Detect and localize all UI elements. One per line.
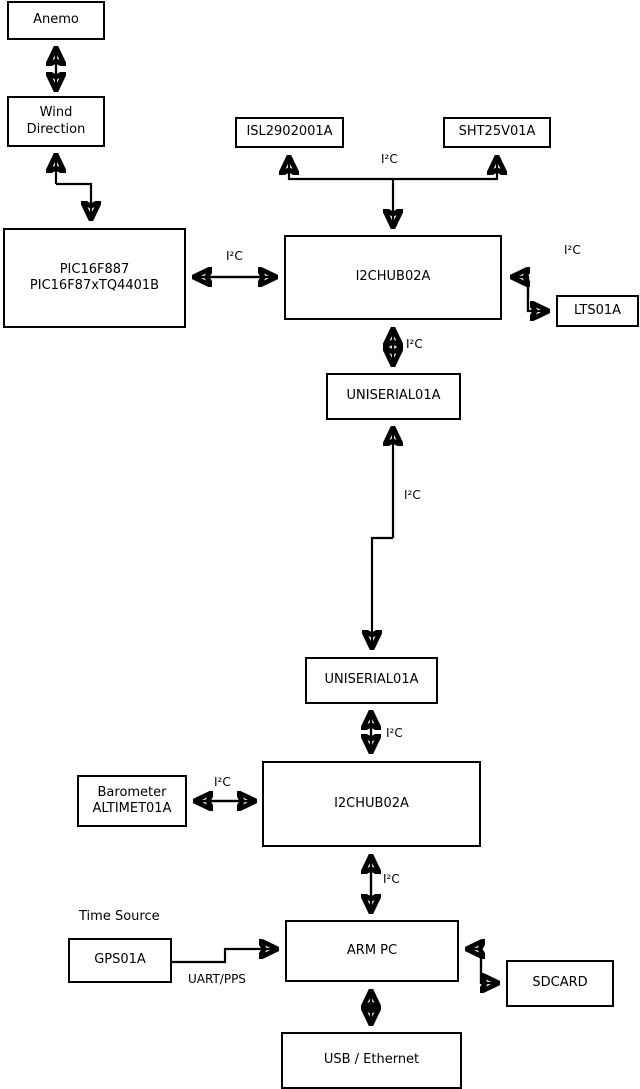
- node-anemo[interactable]: Anemo: [7, 1, 105, 40]
- node-sdcard[interactable]: SDCARD: [506, 960, 614, 1007]
- node-hub-top[interactable]: I2CHUB02A: [284, 235, 502, 320]
- edge-label-lbl-i2c-pic-hub: I²C: [226, 249, 243, 263]
- node-armpc[interactable]: ARM PC: [285, 920, 459, 982]
- edge-label-lbl-i2c-hub-arm: I²C: [383, 872, 400, 886]
- wire-gps-armpc: [172, 949, 277, 964]
- wire-sdcard-to-armpc: [467, 949, 481, 983]
- node-uniserial-bot[interactable]: UNISERIAL01A: [305, 657, 438, 704]
- edge-label-lbl-i2c-uni-hub: I²C: [386, 726, 403, 740]
- edge-label-lbl-i2c-long: I²C: [404, 488, 421, 502]
- node-wind[interactable]: Wind Direction: [7, 96, 105, 147]
- node-uniserial-top[interactable]: UNISERIAL01A: [326, 373, 461, 420]
- node-lts[interactable]: LTS01A: [556, 295, 639, 327]
- edge-label-lbl-i2c-baro: I²C: [214, 775, 231, 789]
- wire-hub-branch-sht: [393, 157, 497, 181]
- edge-label-lbl-i2c-sensors: I²C: [381, 152, 398, 166]
- wire-uniserial-long-jog: [372, 536, 393, 648]
- node-sht[interactable]: SHT25V01A: [443, 117, 551, 148]
- wire-armpc-to-sdcard: [469, 947, 498, 983]
- node-hub-bot[interactable]: I2CHUB02A: [262, 761, 481, 847]
- node-usbeth[interactable]: USB / Ethernet: [281, 1032, 462, 1089]
- edge-label-lbl-uart-pps: UART/PPS: [188, 972, 246, 986]
- wire-hub-branch-isl: [289, 157, 393, 181]
- wire-pic-wind-jog: [56, 182, 91, 219]
- node-gps[interactable]: GPS01A: [68, 938, 172, 983]
- wire-hub-to-lts: [514, 275, 548, 311]
- node-barometer[interactable]: Barometer ALTIMET01A: [77, 775, 187, 827]
- edge-label-lbl-i2c-lts: I²C: [564, 243, 581, 257]
- free-label-lbl-time-source: Time Source: [79, 909, 160, 924]
- node-isl[interactable]: ISL2902001A: [235, 117, 344, 148]
- edge-label-lbl-i2c-hub-uni: I²C: [406, 337, 423, 351]
- wire-lts-to-hub: [512, 277, 528, 311]
- node-pic[interactable]: PIC16F887 PIC16F87xTQ4401B: [3, 228, 186, 328]
